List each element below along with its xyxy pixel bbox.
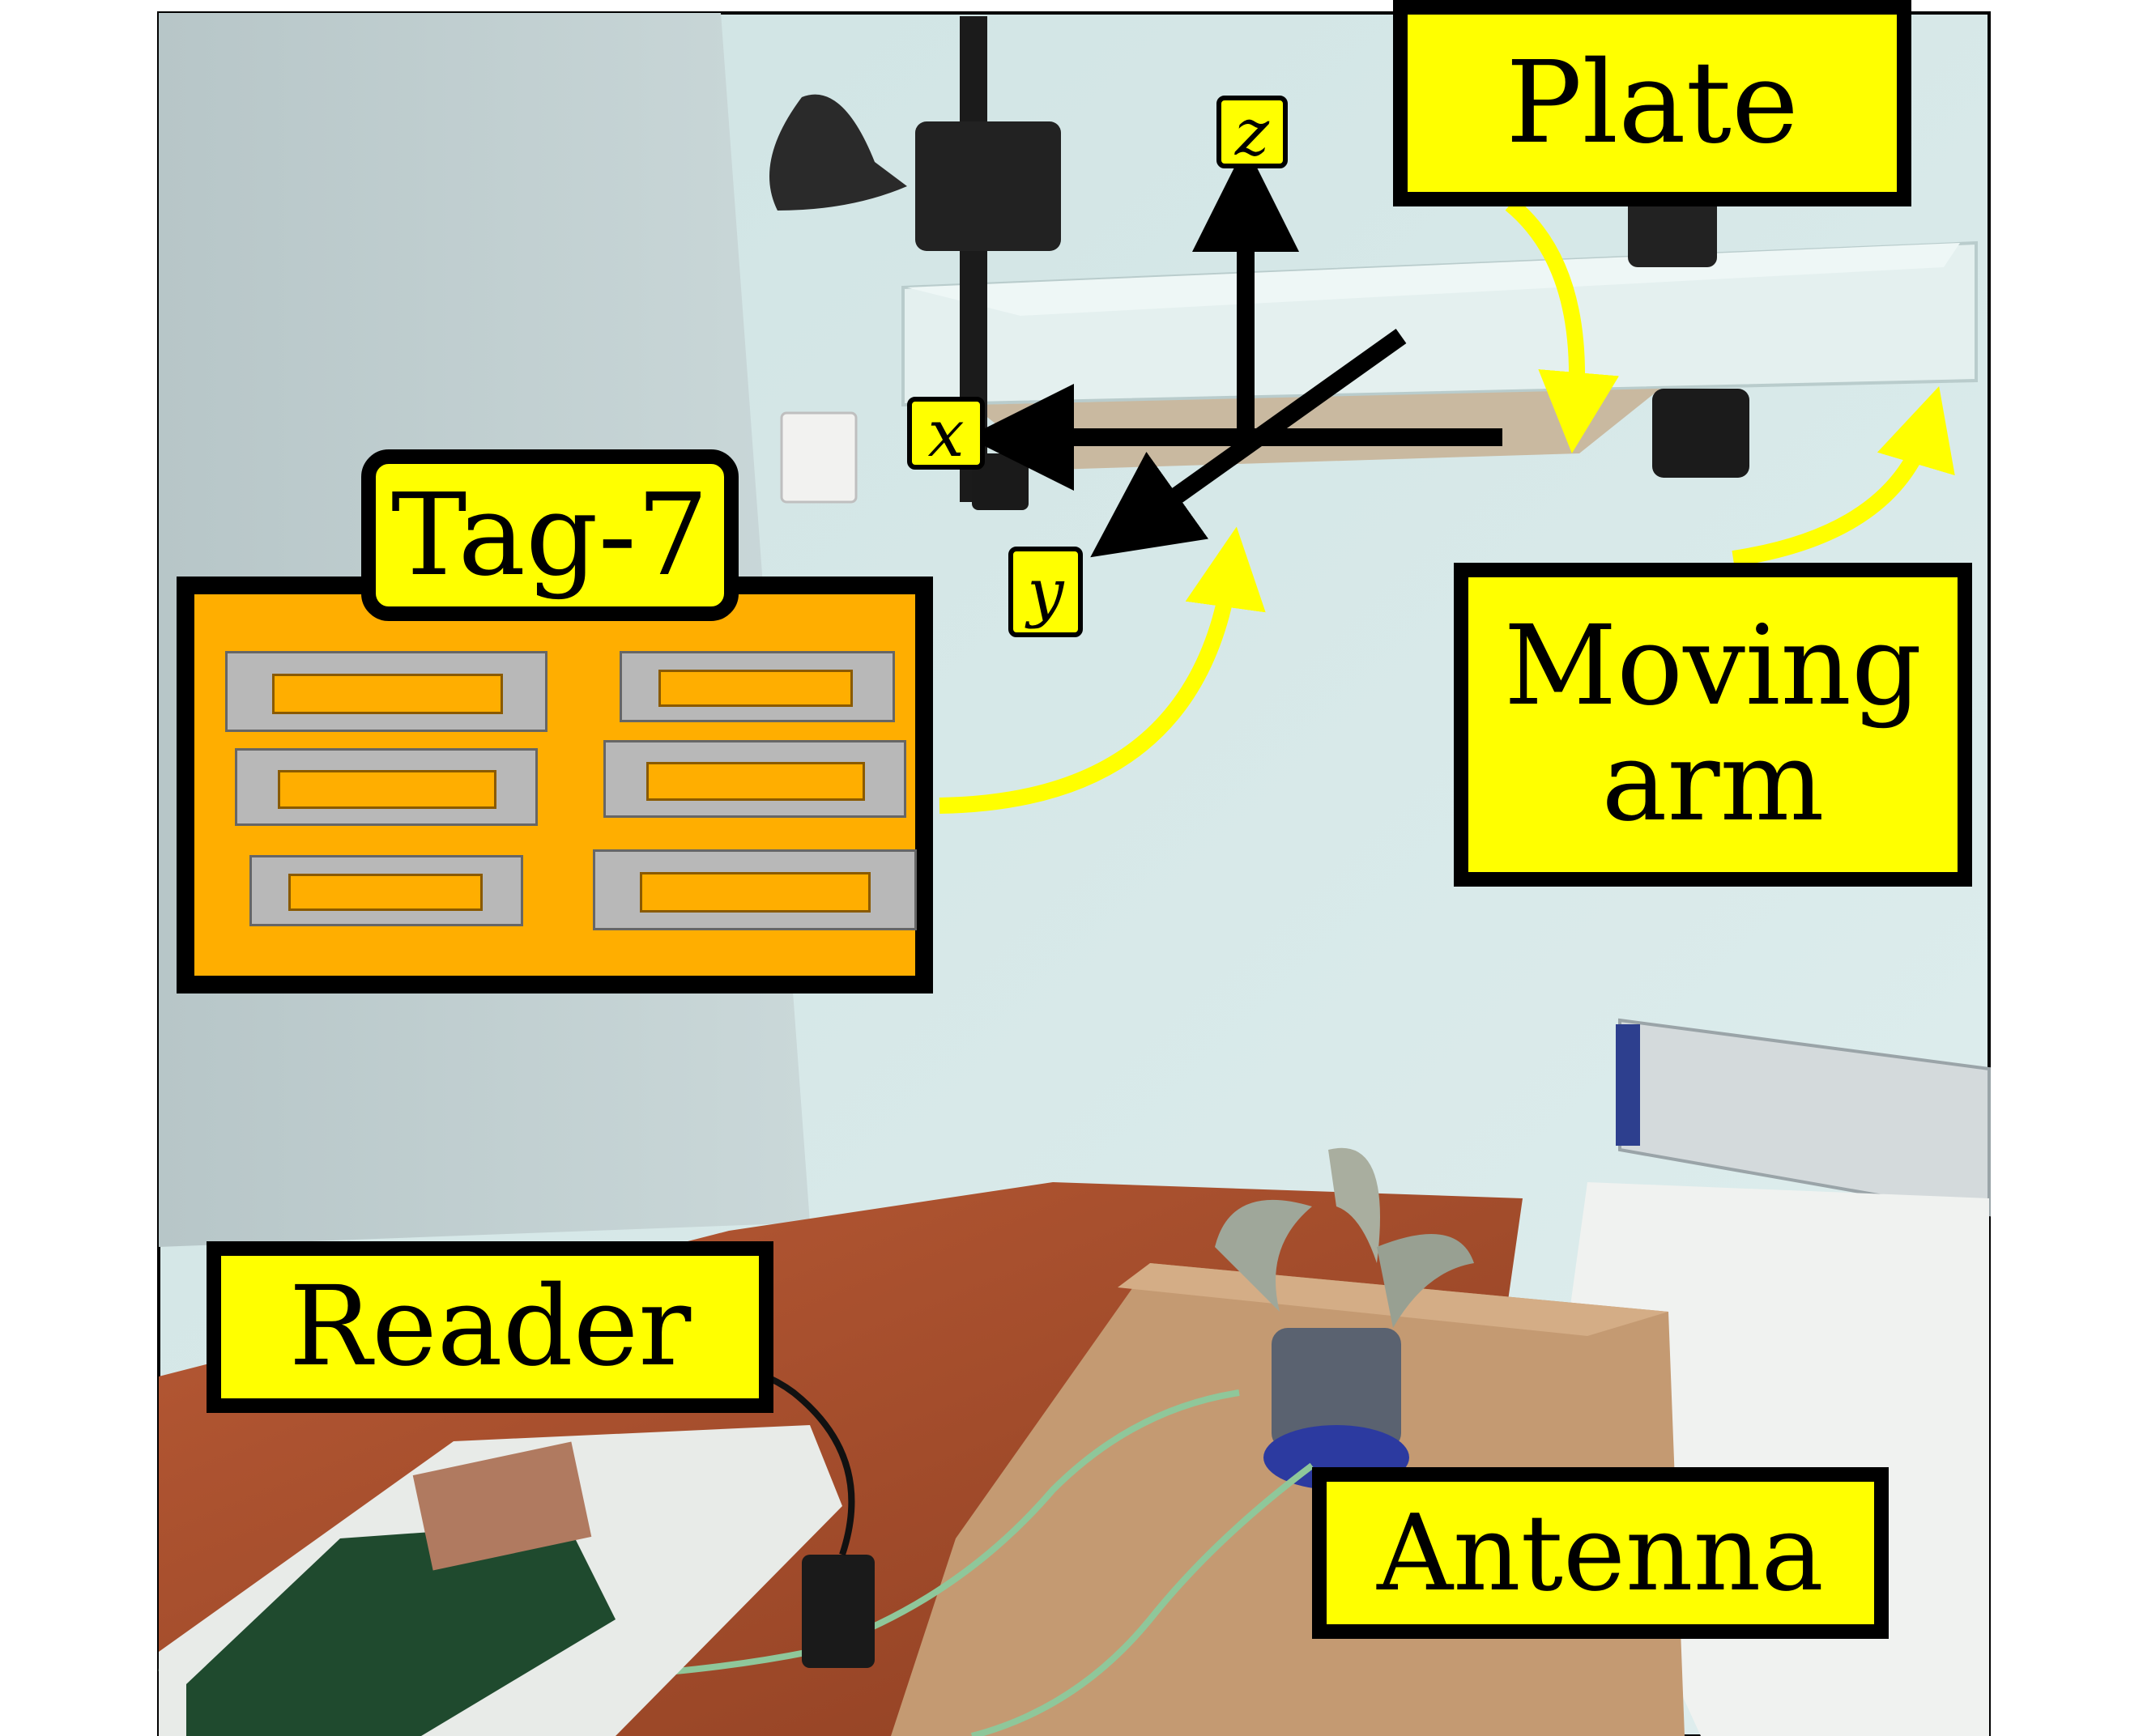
antenna-label: Antenna bbox=[1312, 1467, 1889, 1639]
tag-cell bbox=[620, 651, 895, 722]
reader-module bbox=[412, 1441, 592, 1571]
tag-cell bbox=[249, 855, 523, 926]
axis-label-x: x bbox=[907, 396, 985, 471]
moving-arm-label: Moving arm bbox=[1454, 563, 1972, 887]
rail-end-cap bbox=[1616, 1024, 1640, 1146]
tag-cell bbox=[235, 748, 538, 826]
tag-chip bbox=[288, 874, 483, 911]
plate-pointer-arrow bbox=[1505, 198, 1619, 453]
power-adapter bbox=[802, 1555, 875, 1668]
antenna-petal bbox=[1215, 1199, 1312, 1312]
tag-chip bbox=[646, 762, 865, 801]
tag-label: Tag-7 bbox=[361, 449, 739, 621]
clamp-right bbox=[1628, 186, 1717, 267]
green-cable bbox=[970, 1462, 1314, 1736]
tag-cell bbox=[225, 651, 547, 732]
tag-chip bbox=[658, 670, 853, 707]
antenna-petal bbox=[1377, 1234, 1474, 1328]
y-axis-arrow bbox=[1090, 329, 1407, 558]
axis-label-z: z bbox=[1216, 95, 1288, 170]
antenna-mount bbox=[1272, 1328, 1401, 1449]
plate-label: Plate bbox=[1393, 0, 1911, 206]
tag-cell bbox=[603, 740, 906, 818]
moving-arm-label-line2: arm bbox=[1601, 718, 1825, 846]
tag-cell bbox=[593, 849, 917, 930]
clamp-right-foot bbox=[1652, 389, 1749, 478]
antenna-petal bbox=[1328, 1147, 1380, 1263]
light-switch bbox=[780, 411, 858, 504]
axis-label-y: y bbox=[1008, 547, 1083, 637]
tag-chip bbox=[272, 674, 503, 714]
tag-chip bbox=[640, 872, 871, 913]
tag-panel bbox=[177, 577, 933, 994]
clamp-handle bbox=[769, 94, 907, 211]
tag-pointer-arrow bbox=[939, 526, 1266, 814]
clamp-head bbox=[915, 121, 1061, 251]
arm-pointer-arrow bbox=[1732, 386, 1955, 567]
reader-label: Reader bbox=[207, 1241, 773, 1413]
moving-arm-label-line1: Moving bbox=[1503, 602, 1923, 731]
reader-pcb bbox=[186, 1522, 616, 1736]
tag-chip bbox=[278, 770, 496, 809]
